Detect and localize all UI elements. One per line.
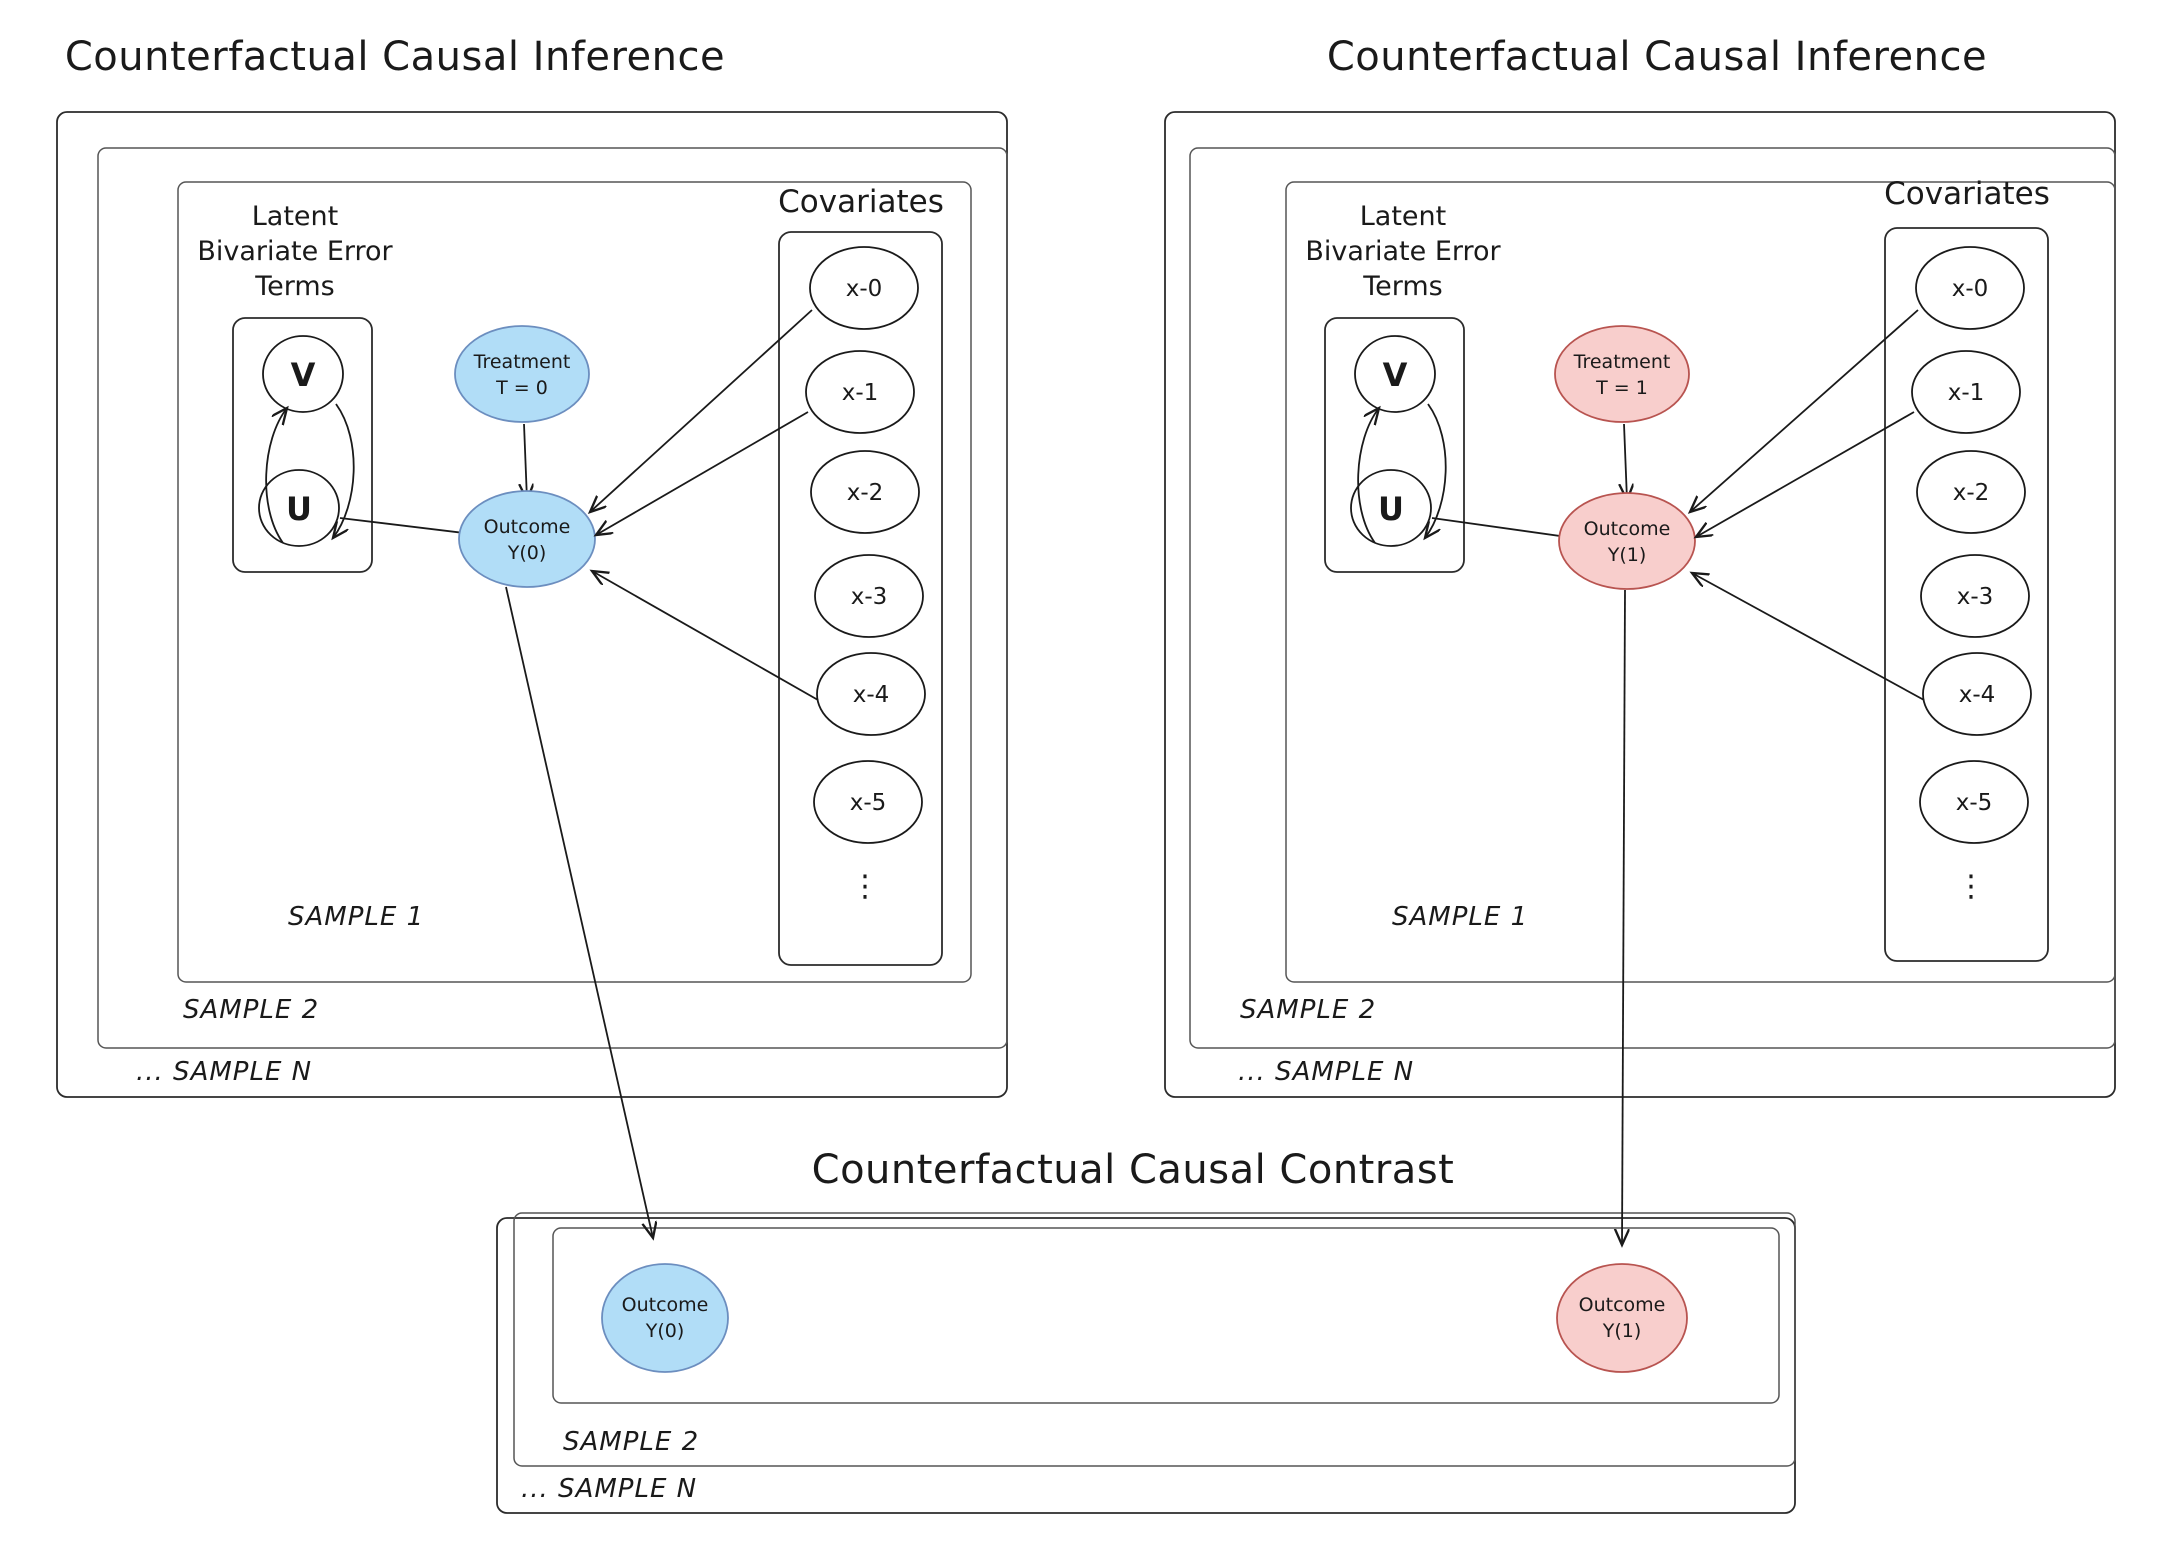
- right-node-v-label: V: [1383, 356, 1408, 394]
- left-treatment-node[interactable]: [454, 325, 590, 423]
- left-covariate-x2[interactable]: [810, 450, 920, 534]
- right-sample-n-label: ... SAMPLE N: [1238, 1057, 1414, 1087]
- right-covariates-title: Covariates: [1884, 176, 2050, 212]
- right-covariate-x0-label: x-0: [1952, 276, 1989, 302]
- left-node-u[interactable]: [258, 469, 340, 547]
- contrast-panel-title: Counterfactual Causal Contrast: [812, 1147, 1455, 1193]
- right-panel-title: Counterfactual Causal Inference: [1327, 34, 1987, 80]
- left-edge-x0-to-outcome: [590, 309, 813, 512]
- right-latent-label-line1: Latent: [1360, 201, 1446, 232]
- left-latent-label-line3: Terms: [254, 271, 335, 302]
- left-outcome-line2: Y(0): [507, 542, 547, 564]
- left-covariate-x4-label: x-4: [853, 682, 890, 708]
- right-treatment-line1: Treatment: [1573, 351, 1671, 373]
- left-covariates-ellipsis: ⋮: [850, 869, 882, 904]
- contrast-sample-2-label: SAMPLE 2: [563, 1427, 699, 1457]
- right-outcome-line2: Y(1): [1607, 544, 1647, 566]
- right-sample-1-label: SAMPLE 1: [1392, 902, 1528, 932]
- left-edge-u-to-v: [265, 408, 287, 544]
- left-covariate-x4[interactable]: [816, 652, 926, 736]
- left-covariate-x2-label: x-2: [847, 480, 884, 506]
- left-covariate-x0-label: x-0: [846, 276, 883, 302]
- right-edge-x4-to-outcome: [1692, 573, 1925, 701]
- left-node-u-label: U: [286, 490, 312, 528]
- left-covariate-x1[interactable]: [805, 350, 915, 434]
- left-latent-label-line1: Latent: [252, 201, 338, 232]
- right-node-u[interactable]: [1350, 469, 1432, 547]
- right-covariate-x5[interactable]: [1919, 760, 2029, 844]
- contrast-sample-n-label: ... SAMPLE N: [521, 1474, 697, 1504]
- left-sample-1-label: SAMPLE 1: [288, 902, 424, 932]
- left-covariate-x3[interactable]: [814, 554, 924, 638]
- contrast-edge-from-left-outcome: [505, 586, 653, 1238]
- right-node-u-label: U: [1378, 490, 1404, 528]
- left-outcome-node[interactable]: [458, 490, 596, 588]
- left-covariate-x5-label: x-5: [850, 790, 887, 816]
- right-outcome-line1: Outcome: [1584, 518, 1671, 540]
- right-covariate-x2[interactable]: [1916, 450, 2026, 534]
- right-covariate-x4[interactable]: [1922, 652, 2032, 736]
- contrast-outcome-control-line2: Y(0): [645, 1320, 685, 1342]
- right-covariate-x0[interactable]: [1915, 246, 2025, 330]
- right-latent-label-line2: Bivariate Error: [1305, 236, 1501, 267]
- right-covariate-x3[interactable]: [1920, 554, 2030, 638]
- right-covariate-x5-label: x-5: [1956, 790, 1993, 816]
- right-outcome-node[interactable]: [1558, 492, 1696, 590]
- right-node-v[interactable]: [1354, 335, 1436, 413]
- right-covariate-x3-label: x-3: [1957, 584, 1994, 610]
- right-treatment-line2: T = 1: [1595, 377, 1648, 399]
- left-outcome-line1: Outcome: [484, 516, 571, 538]
- right-edge-u-to-v: [1357, 408, 1379, 544]
- contrast-sample-2-frame: [513, 1212, 1796, 1467]
- left-covariate-x5[interactable]: [813, 760, 923, 844]
- right-covariate-x4-label: x-4: [1959, 682, 1996, 708]
- left-sample-n-label: ... SAMPLE N: [136, 1057, 312, 1087]
- contrast-outcome-treated-line2: Y(1): [1602, 1320, 1642, 1342]
- contrast-outcome-treated-node[interactable]: [1556, 1263, 1688, 1373]
- left-edge-x4-to-outcome: [592, 571, 819, 701]
- left-node-v[interactable]: [262, 335, 344, 413]
- left-treatment-line2: T = 0: [495, 377, 548, 399]
- left-covariate-x0[interactable]: [809, 246, 919, 330]
- left-treatment-line1: Treatment: [473, 351, 571, 373]
- right-edge-v-to-u: [1425, 403, 1447, 538]
- right-treatment-node[interactable]: [1554, 325, 1690, 423]
- right-covariate-x1[interactable]: [1911, 350, 2021, 434]
- left-covariates-title: Covariates: [778, 184, 944, 220]
- left-latent-label-line2: Bivariate Error: [197, 236, 393, 267]
- left-covariate-x1-label: x-1: [842, 380, 879, 406]
- right-covariate-x2-label: x-2: [1953, 480, 1990, 506]
- contrast-outcome-control-line1: Outcome: [622, 1294, 709, 1316]
- contrast-outcome-treated-line1: Outcome: [1579, 1294, 1666, 1316]
- right-edge-x1-to-outcome: [1696, 411, 1915, 537]
- left-sample-2-label: SAMPLE 2: [183, 995, 319, 1025]
- right-covariate-x1-label: x-1: [1948, 380, 1985, 406]
- right-covariates-ellipsis: ⋮: [1956, 869, 1988, 904]
- right-edge-treatment-to-outcome: [1624, 423, 1627, 500]
- left-covariate-x3-label: x-3: [851, 584, 888, 610]
- right-sample-1-frame: [1285, 181, 2116, 983]
- right-edge-x0-to-outcome: [1690, 309, 1919, 512]
- left-sample-1-frame: [177, 181, 972, 983]
- contrast-sample-1-frame: [552, 1227, 1780, 1404]
- contrast-outcome-control-node[interactable]: [601, 1263, 729, 1373]
- left-edge-treatment-to-outcome: [524, 423, 527, 500]
- left-sample-2-frame: [97, 147, 1008, 1049]
- left-edge-v-to-u: [333, 403, 355, 538]
- contrast-edge-from-right-outcome: [1622, 589, 1625, 1245]
- left-panel-title: Counterfactual Causal Inference: [65, 34, 725, 80]
- right-sample-2-label: SAMPLE 2: [1240, 995, 1376, 1025]
- right-latent-label-line3: Terms: [1362, 271, 1443, 302]
- left-node-v-label: V: [291, 356, 316, 394]
- left-edge-x1-to-outcome: [596, 411, 809, 535]
